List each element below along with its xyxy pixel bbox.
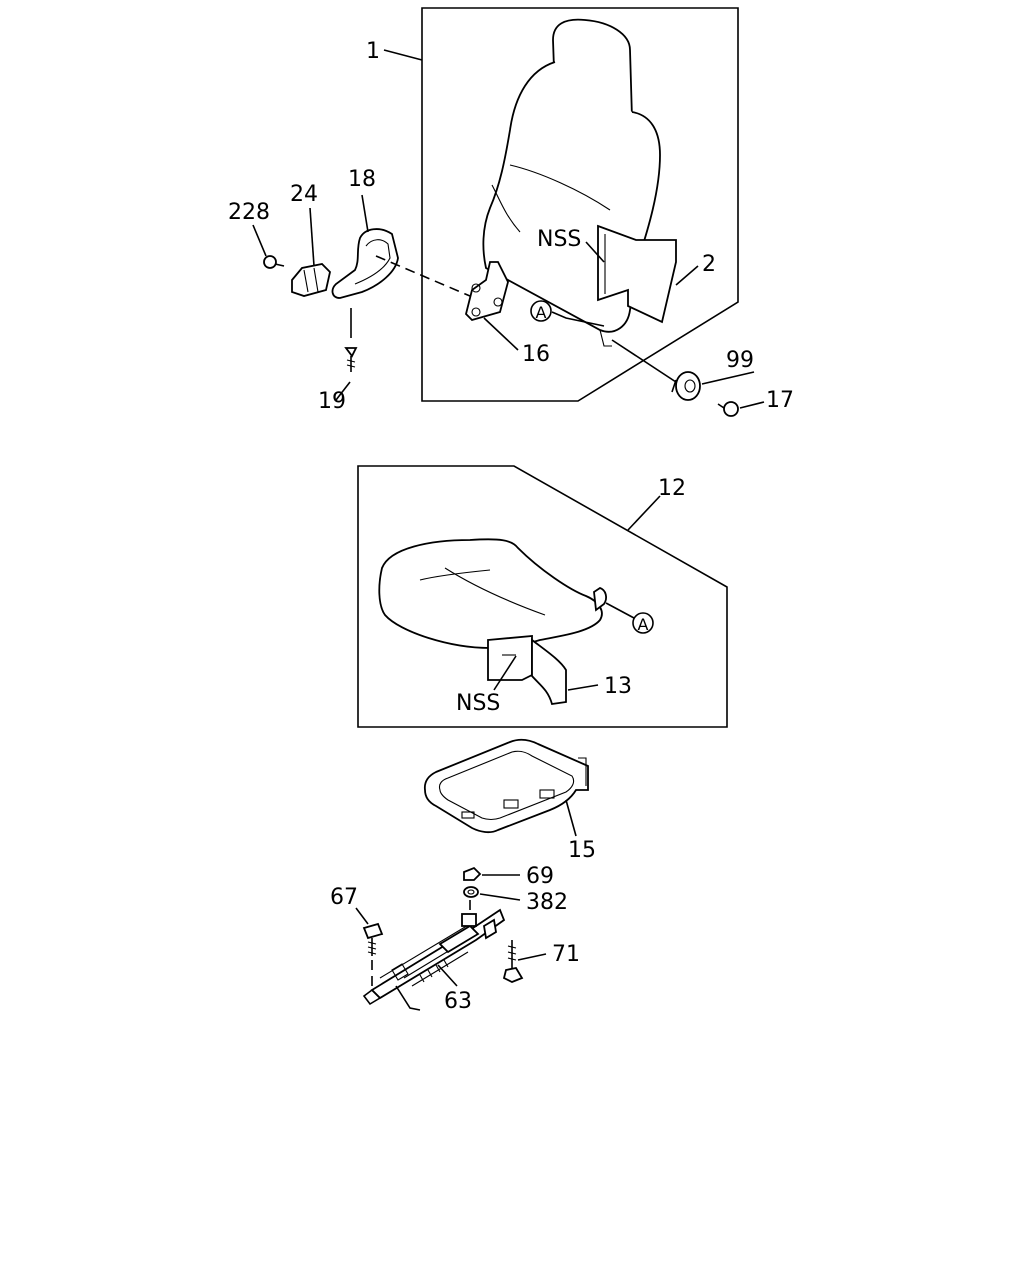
callout-99: 99 [726, 348, 754, 373]
seat-frame [423, 738, 589, 837]
nut-69 [463, 866, 520, 881]
reference-mark-a-backrest: A [530, 300, 552, 322]
cushion-group [357, 465, 728, 728]
nss-label-backrest: NSS [537, 227, 581, 252]
callout-67: 67 [330, 885, 358, 910]
seat-back [465, 18, 677, 347]
nss-label-cushion: NSS [456, 691, 500, 716]
screw-19 [344, 308, 358, 372]
bolt-71 [502, 940, 547, 983]
callout-24: 24 [290, 182, 318, 207]
callout-382: 382 [526, 890, 568, 915]
recliner-knob [291, 263, 331, 297]
bolt-67 [355, 907, 384, 990]
backrest-group-frame [421, 7, 739, 402]
bolt-17 [717, 401, 739, 417]
callout-63: 63 [444, 989, 472, 1014]
washer-382 [463, 886, 521, 914]
callout-69: 69 [526, 864, 554, 889]
callout-228: 228 [228, 200, 270, 225]
reference-mark-a-cushion: A [632, 612, 654, 634]
callout-71: 71 [552, 942, 580, 967]
cushion-group-frame [357, 465, 728, 728]
screw-228 [263, 255, 285, 269]
backrest-group [252, 7, 765, 417]
callout-15: 15 [568, 838, 596, 863]
callout-17: 17 [766, 388, 794, 413]
callout-16: 16 [522, 342, 550, 367]
callout-12: 12 [658, 476, 686, 501]
seat-cushion [378, 538, 607, 706]
svg-text:A: A [638, 615, 649, 634]
seat-slide-rail [362, 908, 506, 1011]
callout-19: 19 [318, 389, 346, 414]
callout-2: 2 [702, 252, 716, 277]
recliner-cover [331, 228, 399, 299]
svg-text:A: A [536, 303, 547, 322]
bushing-99 [671, 371, 701, 401]
callout-1: 1 [366, 39, 380, 64]
callout-18: 18 [348, 167, 376, 192]
callout-13: 13 [604, 674, 632, 699]
